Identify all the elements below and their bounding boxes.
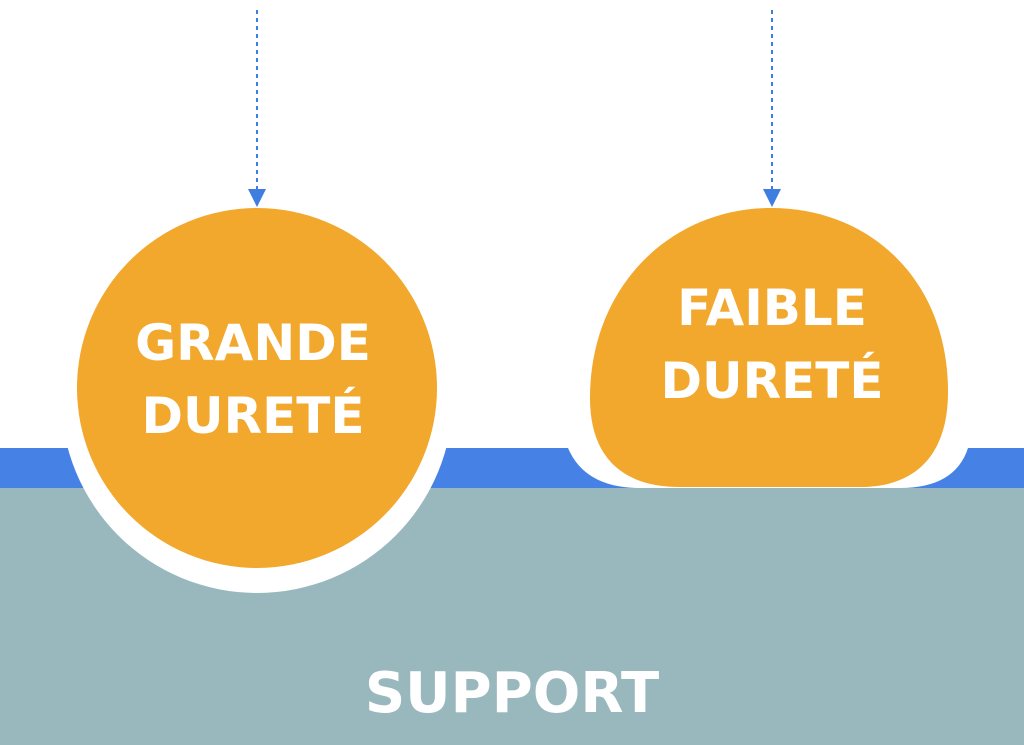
soft-ball-label-line1: FAIBLE [677,279,867,337]
hard-ball-label-line2: DURETÉ [141,386,364,445]
support-label: SUPPORT [365,661,659,726]
soft-ball-label-line2: DURETÉ [660,351,883,410]
soft-ball [590,208,948,487]
arrow-head-icon [763,189,781,207]
hard-ball-force-arrow [248,10,266,207]
arrow-head-icon [248,189,266,207]
soft-ball-force-arrow [763,10,781,207]
hard-ball [77,208,437,568]
hard-ball-label-line1: GRANDE [135,314,371,372]
